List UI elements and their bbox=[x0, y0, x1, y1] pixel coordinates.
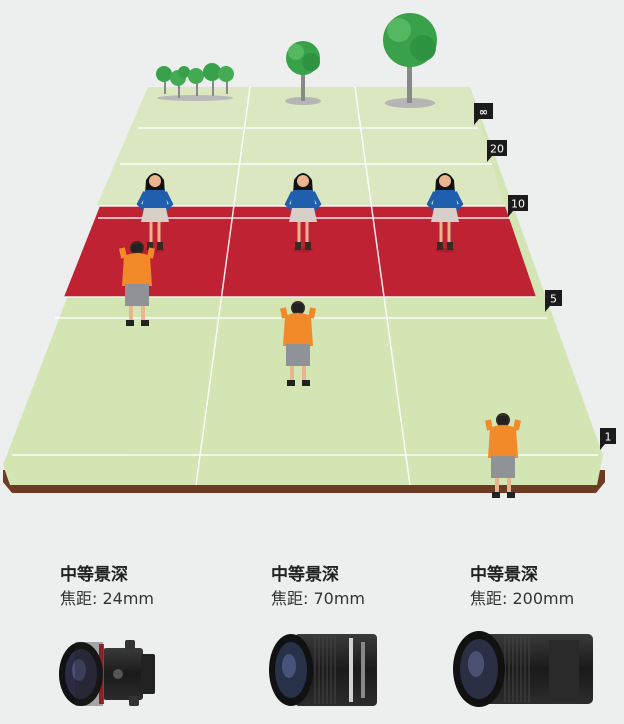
distance-marker-infinity: ∞ bbox=[474, 103, 493, 125]
marker-label: 5 bbox=[550, 293, 557, 306]
photographer-figure bbox=[485, 413, 521, 498]
marker-label: 20 bbox=[490, 143, 504, 156]
distance-marker-10: 10 bbox=[508, 195, 528, 217]
lens-title: 中等景深 bbox=[271, 565, 339, 585]
lens-title: 中等景深 bbox=[60, 565, 128, 585]
lens-focal-length: 焦距: 200mm bbox=[470, 589, 575, 608]
standing-woman-figure bbox=[426, 173, 464, 253]
marker-label: 1 bbox=[605, 431, 612, 444]
tilt-shift-wide-lens-icon bbox=[59, 640, 155, 706]
distance-marker-1: 1 bbox=[600, 428, 616, 450]
depth-of-field-band bbox=[64, 206, 536, 297]
lens-caption-200mm: 中等景深 焦距: 200mm bbox=[470, 564, 624, 610]
ground-far-zone bbox=[97, 87, 504, 205]
distance-marker-5: 5 bbox=[545, 290, 562, 312]
medium-tree bbox=[285, 41, 321, 105]
photographers bbox=[119, 241, 521, 498]
small-tree-cluster bbox=[156, 63, 234, 101]
distance-marker-20: 20 bbox=[487, 140, 507, 162]
distance-markers: ∞ 20 10 5 1 bbox=[474, 103, 616, 450]
lens-caption-24mm: 中等景深 焦距: 24mm bbox=[60, 564, 250, 610]
subjects bbox=[136, 173, 464, 253]
depth-of-field-scene: ∞ 20 10 5 1 bbox=[3, 13, 616, 498]
marker-label: ∞ bbox=[479, 106, 488, 119]
standing-woman-figure bbox=[284, 173, 322, 253]
lens-focal-length: 焦距: 24mm bbox=[60, 589, 155, 608]
standing-woman-figure bbox=[136, 173, 174, 253]
photographer-figure bbox=[119, 241, 155, 326]
marker-label: 10 bbox=[511, 198, 525, 211]
photographer-figure bbox=[280, 301, 316, 386]
lens-focal-length: 焦距: 70mm bbox=[271, 589, 366, 608]
standard-zoom-lens-icon bbox=[269, 634, 377, 706]
large-tree bbox=[383, 13, 437, 108]
lens-caption-70mm: 中等景深 焦距: 70mm bbox=[271, 564, 461, 610]
lens-title: 中等景深 bbox=[470, 565, 538, 585]
trees bbox=[156, 13, 437, 108]
telephoto-zoom-lens-icon bbox=[453, 631, 593, 707]
